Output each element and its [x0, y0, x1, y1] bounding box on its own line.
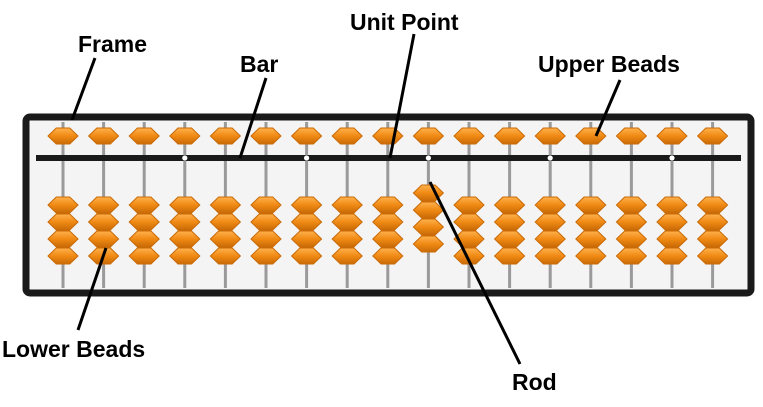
lower-beads-label: Lower Beads — [2, 336, 145, 362]
rod-label: Rod — [512, 369, 557, 395]
lower-bead — [128, 247, 160, 265]
lower-bead — [250, 247, 282, 265]
unit-dots-layer — [182, 155, 675, 161]
lower-bead — [128, 213, 160, 231]
upper-beads-label: Upper Beads — [538, 51, 680, 77]
lower-bead — [169, 196, 201, 214]
lower-bead — [331, 247, 363, 265]
upper-bead — [615, 127, 648, 145]
lower-bead — [372, 196, 404, 214]
unit-point-dot — [425, 155, 431, 161]
upper-bead — [169, 127, 201, 145]
lower-bead — [534, 196, 566, 214]
upper-bead — [331, 127, 363, 145]
upper-bead — [47, 127, 79, 145]
lower-bead — [534, 230, 566, 248]
lower-bead — [615, 196, 648, 214]
lower-bead — [493, 230, 526, 248]
lower-bead — [331, 230, 363, 248]
lower-bead — [331, 213, 363, 231]
unit-point-dot — [182, 155, 188, 161]
unit-point-dot — [304, 155, 310, 161]
lower-bead — [534, 247, 566, 265]
lower-bead — [209, 213, 242, 231]
upper-bead — [493, 127, 526, 145]
lower-bead — [209, 230, 242, 248]
upper-bead — [87, 127, 120, 145]
lower-bead — [250, 213, 282, 231]
lower-bead — [534, 213, 566, 231]
lower-bead — [290, 230, 323, 248]
lower-bead — [656, 247, 688, 265]
lower-bead — [493, 213, 526, 231]
lower-bead — [615, 247, 648, 265]
lower-bead — [615, 230, 648, 248]
bar-label: Bar — [240, 51, 278, 77]
lower-bead — [656, 196, 688, 214]
lower-bead — [250, 230, 282, 248]
rod-pointer-line — [428, 181, 522, 365]
frame-label: Frame — [78, 31, 147, 57]
upper-bead — [412, 127, 445, 145]
lower-bead — [209, 247, 242, 265]
lower-bead — [696, 196, 729, 214]
lower-beads-pointer-line — [76, 247, 108, 331]
lower-bead — [250, 196, 282, 214]
frame-pointer-line — [70, 57, 97, 121]
lower-bead — [656, 213, 688, 231]
upper-bead — [209, 127, 242, 145]
lower-bead — [412, 235, 445, 253]
lower-bead — [128, 230, 160, 248]
lower-bead — [575, 247, 607, 265]
lower-bead — [290, 247, 323, 265]
lower-bead — [615, 213, 648, 231]
lower-bead — [453, 196, 485, 214]
lower-bead — [47, 196, 79, 214]
bar-pointer-line — [238, 77, 268, 159]
lower-bead — [372, 230, 404, 248]
lower-bead — [47, 230, 79, 248]
lower-bead — [453, 213, 485, 231]
lower-bead — [493, 247, 526, 265]
lower-bead — [656, 230, 688, 248]
upper-bead — [128, 127, 160, 145]
lower-bead — [412, 218, 445, 236]
upper-bead — [534, 127, 566, 145]
upper-bead — [656, 127, 688, 145]
lower-bead — [87, 213, 120, 231]
unit-point-dot — [547, 155, 553, 161]
upper-bead — [290, 127, 323, 145]
abacus-bar — [36, 155, 741, 161]
upper-beads-pointer-line — [594, 79, 622, 137]
lower-bead — [290, 213, 323, 231]
lower-bead — [169, 230, 201, 248]
lower-bead — [128, 196, 160, 214]
lower-bead — [331, 196, 363, 214]
beads-layer — [47, 127, 729, 265]
lower-bead — [372, 247, 404, 265]
lower-bead — [169, 247, 201, 265]
lower-bead — [696, 230, 729, 248]
lower-bead — [575, 213, 607, 231]
lower-bead — [209, 196, 242, 214]
upper-bead — [453, 127, 485, 145]
lower-bead — [575, 196, 607, 214]
lower-bead — [87, 196, 120, 214]
lower-bead — [372, 213, 404, 231]
lower-bead — [493, 196, 526, 214]
lower-bead — [47, 213, 79, 231]
lower-bead — [169, 213, 201, 231]
unit-point-label: Unit Point — [350, 9, 459, 35]
unit-point-pointer-line — [388, 33, 416, 159]
lower-bead — [696, 213, 729, 231]
upper-bead — [696, 127, 729, 145]
lower-bead — [575, 230, 607, 248]
lower-bead — [87, 230, 120, 248]
lower-bead — [696, 247, 729, 265]
unit-point-dot — [669, 155, 675, 161]
upper-bead — [250, 127, 282, 145]
lower-bead — [47, 247, 79, 265]
lower-bead — [290, 196, 323, 214]
